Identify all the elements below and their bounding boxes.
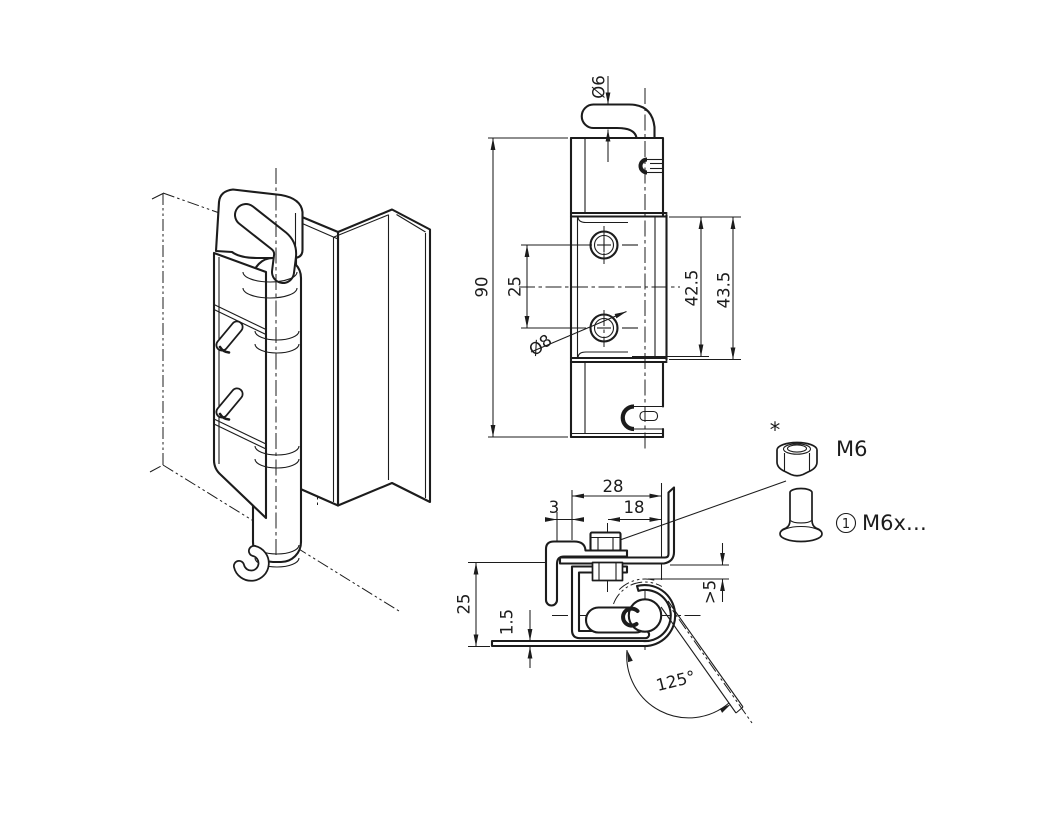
- hinge-pin-cane: [234, 203, 298, 284]
- dim-leaf-height-inner: 42.5: [683, 270, 702, 307]
- nut-label: M6: [836, 437, 867, 461]
- dim-claw-offset: 3: [549, 498, 560, 517]
- door-leaf-section: [490, 584, 677, 648]
- dim-min-clearance: >5: [701, 580, 720, 604]
- oblong-hole-bottom: [215, 387, 244, 421]
- hinge-claw-section: [544, 540, 629, 607]
- leaf-hook-section: [621, 606, 640, 628]
- screw-item-number: 1: [842, 517, 850, 532]
- hinge-body-outline: [569, 136, 668, 439]
- lock-nut-icon: [776, 441, 818, 477]
- oblong-hole-top: [215, 320, 244, 354]
- frame-profile: [294, 208, 432, 507]
- dim-sheet-thickness: 1.5: [498, 609, 517, 635]
- dim-pin-diameter: Ø6: [590, 75, 609, 99]
- dim-clamp-width: 28: [603, 477, 624, 496]
- top-slot: [638, 157, 663, 175]
- hinge-bottom-hook: [233, 545, 270, 582]
- mounting-hole-top: [589, 230, 638, 260]
- dim-bolt-offset: 18: [624, 498, 645, 517]
- clamp-nut: [591, 561, 624, 582]
- screw-icon: [779, 487, 823, 543]
- screw-label: M6x…: [862, 511, 927, 535]
- section-view: 28 3 18 25 1.5: [455, 477, 753, 724]
- isometric-view: [149, 168, 432, 612]
- dim-leaf-height-outer: 43.5: [715, 272, 734, 309]
- dim-hole-spacing: 25: [506, 276, 525, 297]
- screw-item-callout: 1: [835, 512, 857, 534]
- opened-door-phantom: [613, 578, 753, 724]
- dim-overall-height: 90: [473, 277, 492, 298]
- nut-footnote-marker: *: [770, 418, 781, 442]
- front-dimensions: 90 25 Ø6 42.5 43.5: [473, 75, 741, 438]
- pin-cane-front: [580, 103, 656, 140]
- dim-hole-diameter: Ø8: [525, 331, 555, 360]
- front-view: 90 25 Ø6 42.5 43.5: [473, 75, 741, 452]
- hardware-callouts: * M6 1 M6x…: [619, 418, 927, 543]
- dim-opening-angle: 125°: [654, 667, 697, 695]
- bolt-head: [589, 531, 622, 552]
- section-dimensions: 28 3 18 25 1.5: [455, 477, 731, 719]
- hinge-leaf-plate: [212, 251, 268, 520]
- screw-leader-line: [619, 480, 787, 541]
- bottom-slot: [620, 404, 663, 432]
- frame-sheet-section: [558, 486, 676, 565]
- dim-mounting-depth: 25: [455, 594, 474, 615]
- mounting-hole-bottom: [589, 313, 638, 343]
